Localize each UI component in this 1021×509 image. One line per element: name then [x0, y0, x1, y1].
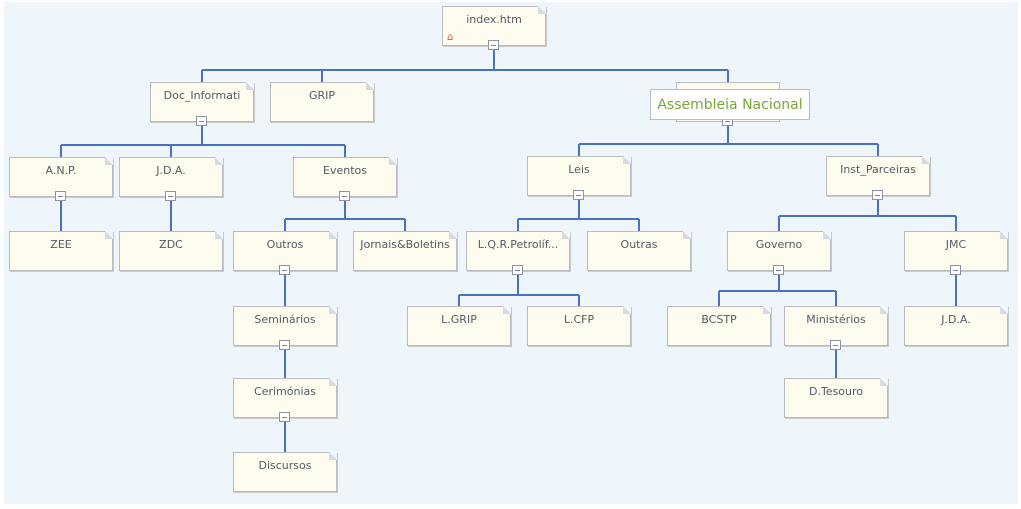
node-label: Jornais&Boletins: [360, 238, 450, 251]
node-label: Outros: [266, 238, 304, 251]
collapse-toggle-icon[interactable]: [165, 191, 176, 201]
node-doc[interactable]: Doc_Informati: [150, 82, 254, 126]
node-label: BCSTP: [701, 313, 737, 326]
node-ministerios[interactable]: Ministérios: [784, 306, 888, 350]
node-seminarios[interactable]: Seminários: [233, 306, 337, 350]
node-grip[interactable]: GRIP: [270, 82, 374, 122]
node-outras[interactable]: Outras: [587, 231, 691, 271]
collapse-toggle-icon[interactable]: [872, 190, 883, 200]
node-label: Discursos: [258, 459, 312, 472]
collapse-toggle-icon[interactable]: [279, 412, 290, 422]
node-label: Eventos: [323, 164, 367, 177]
node-governo[interactable]: Governo: [727, 231, 831, 275]
node-label: L.CFP: [563, 313, 595, 326]
node-label: J.D.A.: [156, 164, 186, 177]
node-zee[interactable]: ZEE: [9, 231, 113, 271]
node-label: A.N.P.: [45, 164, 77, 177]
node-label: Inst_Parceiras: [840, 163, 916, 176]
node-index[interactable]: index.htm ⌂: [442, 6, 546, 50]
node-tesouro[interactable]: D.Tesouro: [784, 378, 888, 418]
node-lqr[interactable]: L.Q.R.Petrolíf...: [466, 231, 570, 275]
collapse-toggle-icon[interactable]: [773, 265, 784, 275]
node-label: ZEE: [50, 238, 72, 251]
collapse-toggle-icon[interactable]: [279, 265, 290, 275]
node-anp[interactable]: A.N.P.: [9, 157, 113, 201]
node-outros[interactable]: Outros: [233, 231, 337, 275]
collapse-toggle-icon[interactable]: [55, 191, 66, 201]
node-leis[interactable]: Leis: [527, 156, 631, 200]
node-inst[interactable]: Inst_Parceiras: [826, 156, 930, 200]
site-map-diagram: index.htm ⌂ Doc_Informati GRIP Assembleia Na…: [4, 2, 1018, 504]
connector-lines: [60, 46, 957, 452]
node-discursos[interactable]: Discursos: [233, 452, 337, 492]
node-lcfp[interactable]: L.CFP: [527, 306, 631, 346]
node-label: L.Q.R.Petrolíf...: [477, 238, 559, 251]
collapse-toggle-icon[interactable]: [339, 191, 350, 201]
node-lgrip[interactable]: L.GRIP: [407, 306, 511, 346]
node-label: JMC: [945, 238, 967, 251]
node-label: D.Tesouro: [808, 385, 864, 398]
node-jmc[interactable]: JMC: [904, 231, 1008, 275]
node-cerimonias[interactable]: Cerimónias: [233, 378, 337, 422]
node-label: Leis: [568, 163, 590, 176]
node-label: Ministérios: [806, 313, 866, 326]
node-label: Doc_Informati: [163, 89, 241, 102]
node-bcstp[interactable]: BCSTP: [667, 306, 771, 346]
node-label: Seminários: [254, 313, 316, 326]
collapse-toggle-icon[interactable]: [950, 265, 961, 275]
node-jda2[interactable]: J.D.A.: [904, 306, 1008, 346]
node-label: index.htm: [466, 13, 522, 26]
node-jda[interactable]: J.D.A.: [119, 157, 223, 201]
collapse-toggle-icon[interactable]: [512, 265, 523, 275]
collapse-toggle-icon[interactable]: [196, 116, 207, 126]
node-label-highlighted[interactable]: Assembleia Nacional: [650, 89, 810, 120]
node-jornais[interactable]: Jornais&Boletins: [353, 231, 457, 271]
node-eventos[interactable]: Eventos: [293, 157, 397, 201]
node-label: Cerimónias: [254, 385, 316, 398]
node-label: GRIP: [308, 89, 336, 102]
collapse-toggle-icon[interactable]: [830, 340, 841, 350]
node-label: ZDC: [159, 238, 183, 251]
collapse-toggle-icon[interactable]: [488, 40, 499, 50]
node-label: Governo: [755, 238, 803, 251]
home-icon: ⌂: [447, 32, 454, 43]
collapse-toggle-icon[interactable]: [573, 190, 584, 200]
node-zdc[interactable]: ZDC: [119, 231, 223, 271]
node-label: Outras: [620, 238, 658, 251]
collapse-toggle-icon[interactable]: [279, 340, 290, 350]
node-label: J.D.A.: [941, 313, 971, 326]
node-label: L.GRIP: [441, 313, 477, 326]
